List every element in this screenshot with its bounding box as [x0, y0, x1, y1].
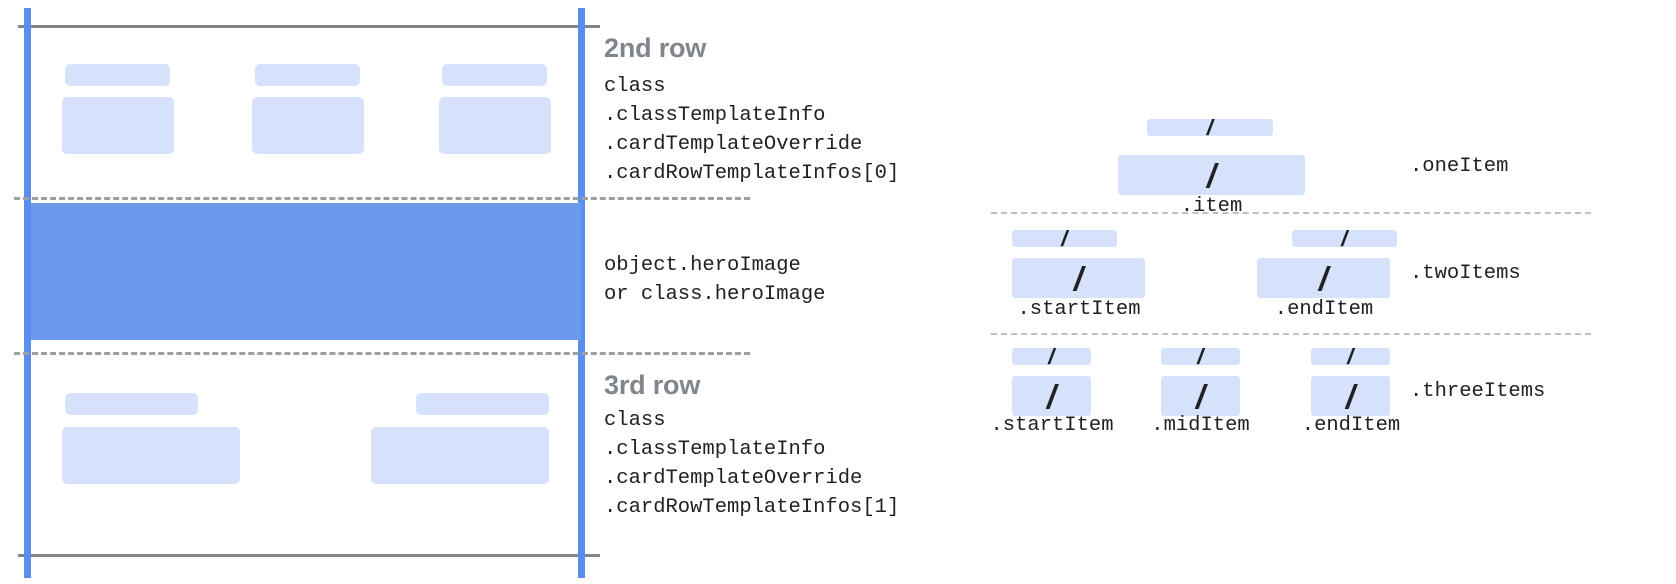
slash-glyph: / [1046, 377, 1057, 415]
row-types-diagram: / / .item .oneItem / / .startItem / / [960, 0, 1676, 584]
slash-glyph: / [1048, 348, 1055, 365]
slash-glyph: / [1341, 230, 1348, 247]
oneitem-item-body-slot: / [1118, 155, 1305, 195]
slash-glyph: / [1073, 259, 1084, 297]
card-right-guide [578, 8, 585, 578]
oneitem-item-label: .item [1180, 195, 1243, 218]
twoitems-startitem-label: .startItem [1017, 298, 1141, 321]
twoitems-enditem-title-slot: / [1292, 230, 1397, 247]
third-row-title-chip-1 [65, 393, 198, 415]
third-row-body-chip-2 [371, 427, 549, 484]
threeitems-enditem-label: .endItem [1301, 414, 1401, 437]
slash-glyph: / [1206, 156, 1217, 194]
row-type-threeitems: / / .startItem / / .midItem / / .endItem… [960, 340, 1676, 445]
threeitems-enditem-body-slot: / [1311, 376, 1390, 416]
row-types-separator-2 [991, 333, 1591, 335]
slash-glyph: / [1061, 230, 1068, 247]
hero-image-band [31, 203, 581, 340]
second-row-code: class .classTemplateInfo .cardTemplateOv… [604, 75, 900, 185]
second-row-body-chip-2 [252, 97, 364, 154]
second-row-heading: 2nd row [604, 33, 707, 63]
second-row-body-chip-1 [62, 97, 174, 154]
card-left-guide [24, 8, 31, 578]
threeitems-miditem-title-slot: / [1161, 348, 1240, 365]
twoitems-startitem-title-slot: / [1012, 230, 1117, 247]
third-row-code: class .classTemplateInfo .cardTemplateOv… [604, 409, 900, 519]
twoitems-enditem-label: .endItem [1274, 298, 1374, 321]
divider-above-hero [14, 197, 750, 200]
threeitems-startitem-body-slot: / [1012, 376, 1091, 416]
second-row-title-chip-1 [65, 64, 170, 86]
hero-row-code: object.heroImage or class.heroImage [604, 254, 826, 306]
slash-glyph: / [1206, 119, 1214, 136]
row-type-twoitems: / / .startItem / / .endItem .twoItems [960, 222, 1676, 327]
card-anatomy-diagram [0, 0, 750, 584]
threeitems-enditem-title-slot: / [1311, 348, 1390, 365]
threeitems-miditem-body-slot: / [1161, 376, 1240, 416]
slash-glyph: / [1345, 377, 1356, 415]
third-row-body-chip-1 [62, 427, 240, 484]
threeitems-group-label: .threeItems [1410, 380, 1546, 403]
card-bottom-rule [18, 554, 600, 557]
second-row-title-chip-2 [255, 64, 360, 86]
slash-glyph: / [1318, 259, 1329, 297]
third-row-block [31, 360, 581, 530]
twoitems-enditem-body-slot: / [1257, 258, 1390, 298]
slash-glyph: / [1195, 377, 1206, 415]
threeitems-miditem-label: .midItem [1151, 414, 1250, 437]
second-row-body-chip-3 [439, 97, 551, 154]
twoitems-group-label: .twoItems [1410, 262, 1521, 285]
twoitems-startitem-body-slot: / [1012, 258, 1145, 298]
row-types-separator-1 [991, 212, 1591, 214]
oneitem-item-title-slot: / [1147, 119, 1273, 136]
row-type-oneitem: / / .item .oneItem [960, 105, 1676, 218]
third-row-title-chip-2 [416, 393, 549, 415]
oneitem-group-label: .oneItem [1410, 155, 1509, 178]
third-row-heading: 3rd row [604, 370, 701, 400]
slash-glyph: / [1347, 348, 1354, 365]
divider-below-hero [14, 352, 750, 355]
second-row-title-chip-3 [442, 64, 547, 86]
second-row-block [31, 28, 581, 198]
threeitems-startitem-label: .startItem [990, 414, 1114, 437]
threeitems-startitem-title-slot: / [1012, 348, 1091, 365]
slash-glyph: / [1197, 348, 1204, 365]
card-top-rule [18, 25, 600, 28]
